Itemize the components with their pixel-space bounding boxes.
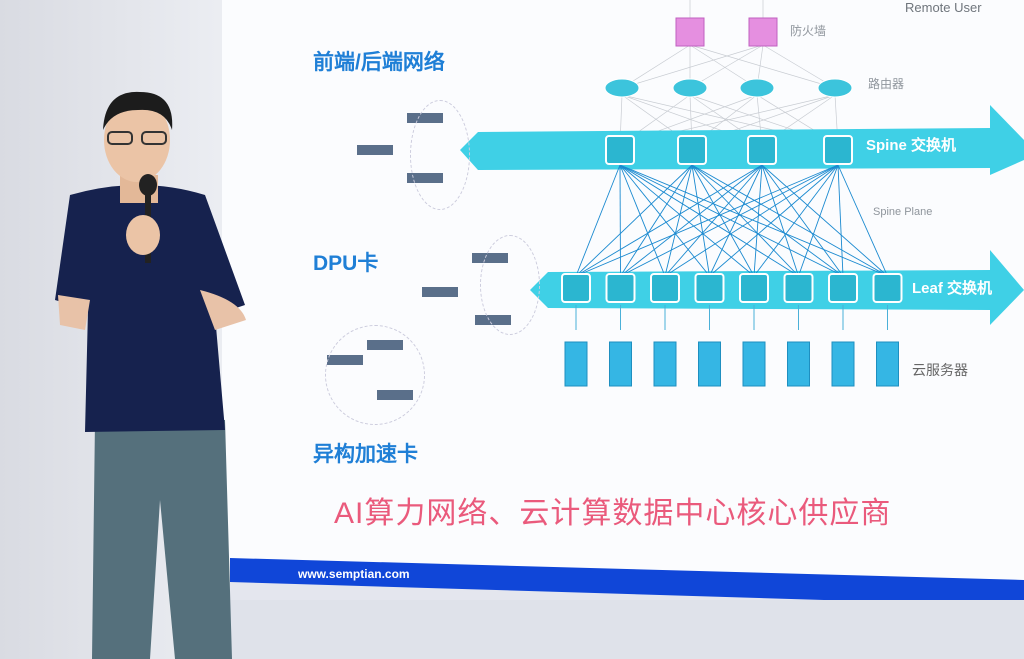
spine-switch-icon: [677, 135, 707, 165]
server-icon: [564, 341, 588, 387]
server-icon: [698, 341, 721, 387]
spine-leaf-link: [691, 164, 755, 277]
presenter-left-hand: [58, 295, 90, 330]
leaf-switch-icon: [872, 273, 903, 303]
device-circle-accel: [325, 325, 425, 425]
router-icon: [672, 78, 708, 98]
leaf-switch-icon: [739, 273, 769, 303]
presenter-right-hand: [200, 290, 246, 330]
glasses-icon: [141, 131, 167, 145]
slide-tagline: AI算力网络、云计算数据中心核心供应商: [334, 497, 892, 530]
server-icon: [876, 341, 899, 387]
spine-leaf-link: [761, 164, 888, 277]
spine-leaf-link: [620, 164, 839, 277]
presenter-hair: [103, 91, 173, 130]
stage-floor: [230, 600, 1024, 659]
server-icon: [609, 341, 632, 387]
spine-leaf-link: [619, 164, 844, 277]
leaf-switch-label: Leaf 交换机: [912, 280, 993, 297]
leaf-switch-icon: [694, 273, 725, 303]
spine-switch-label: Spine 交换机: [866, 137, 957, 154]
spine-leaf-link: [664, 164, 763, 277]
microphone: [139, 174, 157, 196]
router-label: 路由器: [868, 77, 905, 91]
leaf-switch-icon: [828, 273, 858, 303]
spine-leaf-link: [709, 164, 839, 277]
heading-dpu-card: DPU卡: [313, 252, 379, 275]
heading-frontend-backend-network: 前端/后端网络: [313, 51, 445, 74]
spine-leaf-link: [691, 164, 888, 277]
firewall-router-link: [689, 44, 764, 89]
router-icon: [817, 78, 853, 98]
hardware-device-icon: [357, 145, 393, 155]
leaf-switch-icon: [783, 273, 814, 303]
spine-leaf-link: [619, 164, 755, 277]
firewall-icon: [748, 17, 778, 47]
glasses-icon: [107, 131, 133, 145]
leaf-switch-icon: [605, 273, 636, 303]
spine-leaf-link: [620, 164, 763, 277]
firewall-label: 防火墙: [790, 24, 827, 38]
presenter-shirt: [55, 185, 245, 432]
leaf-switch-icon: [561, 273, 591, 303]
leaf-arrow-band: [530, 250, 1024, 325]
spine-leaf-link: [575, 164, 839, 277]
spine-plane-label: Spine Plane: [873, 206, 933, 218]
spine-leaf-link: [664, 164, 693, 277]
cloud-server-label: 云服务器: [912, 362, 968, 378]
firewall-router-link: [689, 44, 836, 89]
spine-leaf-link: [837, 164, 888, 277]
spine-leaf-link: [837, 164, 844, 277]
spine-leaf-link: [691, 164, 710, 277]
hardware-device-icon: [422, 287, 458, 297]
device-circle-dpu: [480, 235, 540, 335]
firewall-router-link: [762, 44, 836, 89]
spine-leaf-link: [691, 164, 844, 277]
spine-leaf-link: [664, 164, 839, 277]
router-icon: [604, 78, 640, 98]
firewall-router-link: [621, 44, 764, 89]
spine-leaf-link: [575, 164, 763, 277]
spine-arrow-band: [460, 105, 1024, 175]
spine-leaf-link: [619, 164, 888, 277]
presenter-legs: [92, 420, 232, 659]
spine-switch-icon: [605, 135, 635, 165]
server-icon: [831, 341, 855, 387]
spine-leaf-link: [761, 164, 799, 277]
spine-switch-icon: [823, 135, 853, 165]
leaf-switch-icon: [650, 273, 680, 303]
device-circle-network: [410, 100, 470, 210]
spine-leaf-link: [575, 164, 693, 277]
spine-leaf-link: [620, 164, 693, 277]
server-icon: [653, 341, 677, 387]
server-icon: [742, 341, 766, 387]
router-icon: [739, 78, 775, 98]
spine-leaf-link: [619, 164, 799, 277]
presenter-head: [104, 98, 170, 182]
spine-leaf-link: [761, 164, 844, 277]
presenter-mic-hand: [126, 215, 160, 255]
spine-switch-icon: [747, 135, 777, 165]
server-icon: [787, 341, 810, 387]
spine-leaf-link: [575, 164, 621, 277]
heading-accelerator-card: 异构加速卡: [313, 443, 418, 466]
spine-leaf-link: [753, 164, 839, 277]
firewall-icon: [675, 17, 705, 47]
spine-leaf-link: [798, 164, 839, 277]
remote-user-label: Remote User: [905, 0, 982, 15]
spine-leaf-link: [691, 164, 799, 277]
spine-leaf-link: [709, 164, 763, 277]
spine-leaf-link: [753, 164, 763, 277]
website-url: www.semptian.com: [298, 567, 410, 581]
